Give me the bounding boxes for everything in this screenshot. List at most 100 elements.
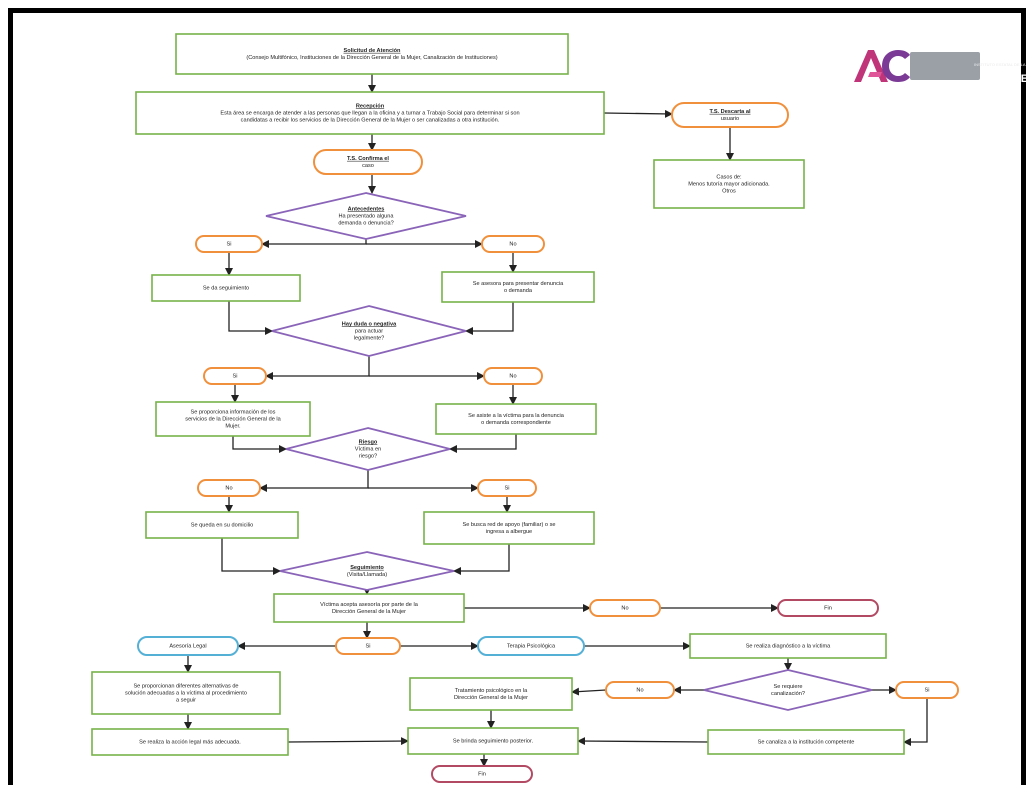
logo-wordmark-badge: INSTITUTO ESTATAL DE LA MUJER [910,52,1031,85]
node-text-line: (Consejo Multifónico, Instituciones de l… [246,55,497,61]
node-text-line: Otros [722,189,736,195]
asesora-box [441,271,595,303]
node-text-line: servicios de la Dirección General de la [185,416,281,422]
connector-arrow [261,239,367,248]
connector-arrow [221,538,281,575]
node-text-line: legalmente? [354,336,384,342]
no-2-terminal [483,367,543,385]
connector-arrow [287,737,409,746]
red-apoyo-box [423,511,595,545]
node-text-line: Víctima en [355,446,381,452]
solicitud-box [175,33,569,75]
connector-arrow [265,356,370,380]
node-text-line: Se requiere [774,684,803,690]
node-title: Hay duda o negativa [342,321,397,327]
node-text-line: candidatas a recibir los servicios de la… [241,118,500,124]
connector-arrow [453,544,510,575]
node-accion-legal: Se realiza la acción legal más adecuada. [91,728,289,756]
terminal-label: Fin [824,605,832,611]
fin-1-terminal [777,599,879,617]
si-2-terminal [203,367,267,385]
node-text-line: Ha presentado alguna [338,213,394,219]
connector-arrow [571,687,607,696]
duda-decision [271,305,467,357]
node-diagnostico: Se realiza diagnóstico a la víctima [689,633,887,659]
no-1-terminal [481,235,545,253]
node-canaliza: Se canaliza a la institución competente [707,729,905,755]
terminal-label: Fin [478,771,486,777]
asiste-box [435,403,597,435]
node-text-line: Dirección General de la Mujer [332,609,406,615]
node-text-line: Tratamiento psicológico en la [455,688,528,694]
node-asiste: Se asiste a la víctima para la denunciao… [435,403,597,435]
node-seguimiento-1: Se da seguimiento [151,274,301,302]
terminal-label: Si [227,241,232,247]
node-seguimiento-2: Seguimiento(Visita/Llamada) [279,551,455,591]
logo-wordmark-small: INSTITUTO ESTATAL DE LA [974,62,1026,67]
proporciona-info-box [155,401,311,437]
terminal-label: No [225,485,232,491]
antecedentes-decision [265,192,467,240]
node-text-line: Se busca red de apoyo (familiar) o se [463,522,556,528]
node-text-line: demanda o denuncia? [338,221,393,227]
node-text-line: Se proporciona información de los [191,409,276,415]
node-proporciona-info: Se proporciona información de losservici… [155,401,311,437]
node-terapia: Terapia Psicológica [477,636,585,656]
node-si-3: Si [477,479,537,497]
domicilio-box [145,511,299,539]
terminal-label: No [621,605,628,611]
node-si-4: Si [335,637,401,655]
node-text-line: Se asiste a la víctima para la denuncia [468,413,565,419]
node-text-line: Se realiza la acción legal más adecuada. [139,739,241,745]
logo-wordmark-main: MUJER [996,73,1031,85]
accion-legal-box [91,728,289,756]
node-text-line: Se proporcionan diferentes alternativas … [133,683,238,689]
alternativas-box [91,671,281,715]
node-text-line: riesgo? [359,454,377,460]
node-casos: Casos de:Menos tutoría mayor adicionada.… [653,159,805,209]
terminal-label: No [509,241,516,247]
node-text-line: Casos de: [716,174,742,180]
node-no-4: No [589,599,661,617]
node-text-line: Se canaliza a la institución competente [758,739,855,745]
node-title: Antecedentes [348,206,385,212]
node-text-line: o demanda [504,288,533,294]
node-text-line: Se queda en su domicilio [191,522,254,528]
terminal-label: Si [925,687,930,693]
seguimiento-1-box [151,274,301,302]
recepcion-box [135,91,605,135]
node-title: Recepción [356,103,385,109]
node-si-5: Si [895,681,959,699]
acepta-box [273,593,465,623]
node-text-line: Víctima acepta asesoría por parte de la [320,602,419,608]
flowchart-connectors [184,74,928,767]
node-no-2: No [483,367,543,385]
no-3-terminal [197,479,261,497]
connector-arrow [577,737,709,746]
node-text-line: Se asesora para presentar denuncia [473,281,564,287]
node-title: Solicitud de Atención [344,48,402,54]
seguimiento-3-box [407,727,579,755]
node-red-apoyo: Se busca red de apoyo (familiar) o seing… [423,511,595,545]
logo-mark-icon [854,50,910,82]
node-title: T.S. Confirma el [347,156,389,162]
node-domicilio: Se queda en su domicilio [145,511,299,539]
diagnostico-box [689,633,887,659]
no-4-terminal [589,599,661,617]
connector-arrow [449,434,517,453]
node-si-2: Si [203,367,267,385]
no-5-terminal [605,681,675,699]
node-no-5: No [605,681,675,699]
frame-border-left [8,8,13,785]
node-acepta: Víctima acepta asesoría por parte de laD… [273,593,465,623]
node-text-line: Dirección General de la Mujer [454,695,528,701]
ts-descarta-terminal [671,102,789,128]
terminal-label: Si [366,643,371,649]
ts-confirma-terminal [313,149,423,175]
si-5-terminal [895,681,959,699]
